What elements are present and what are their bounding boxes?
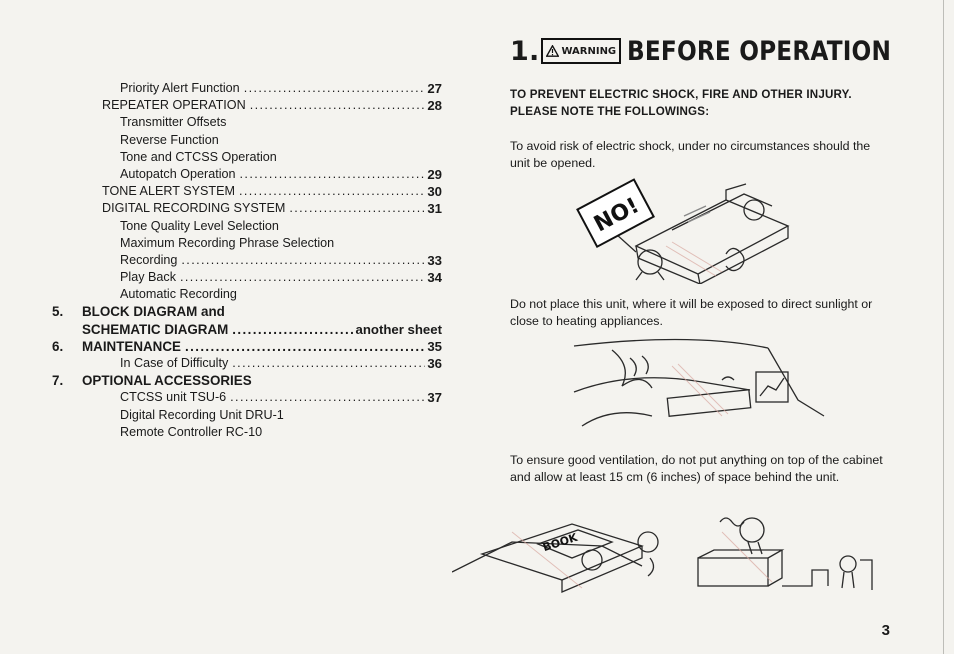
- toc-entry-row: Transmitter Offsets: [52, 114, 442, 131]
- toc-entry-row: REPEATER OPERATION......................…: [52, 97, 442, 114]
- toc-entry-title: Tone Quality Level Selection: [120, 218, 279, 233]
- toc-entry-title: Transmitter Offsets: [120, 115, 227, 130]
- toc-entry-title: Autopatch Operation: [120, 166, 236, 181]
- toc-leader-dots: ........................................…: [289, 201, 426, 216]
- toc-entry-title: Automatic Recording: [120, 287, 237, 302]
- toc-entry-title: SCHEMATIC DIAGRAM: [82, 321, 229, 337]
- placement-warning-text: Do not place this unit, where it will be…: [510, 297, 873, 328]
- toc-leader-dots: ........................................…: [232, 321, 353, 337]
- ventilation-warning-text: To ensure good ventilation, do not put a…: [510, 453, 883, 484]
- toc-leader-dots: ........................................…: [238, 184, 426, 199]
- toc-entry-title: OPTIONAL ACCESSORIES: [82, 373, 252, 389]
- toc-leader-dots: ........................................…: [230, 390, 425, 405]
- warning-triangle-icon: [546, 45, 560, 57]
- intro-text: TO PREVENT ELECTRIC SHOCK, FIRE AND OTHE…: [510, 88, 852, 118]
- toc-entry-title: Priority Alert Function: [120, 81, 240, 95]
- toc-entry-title: Tone and CTCSS Operation: [120, 149, 277, 164]
- toc-entry-title: Reverse Function: [120, 132, 219, 147]
- toc-entry-title: REPEATER OPERATION: [102, 98, 246, 113]
- toc-entry-title: TONE ALERT SYSTEM: [102, 184, 235, 199]
- page-number: 3: [881, 622, 890, 639]
- toc-section-row: 7. OPTIONAL ACCESSORIES: [52, 372, 442, 389]
- toc-page-number: 29: [427, 166, 442, 182]
- toc-entry-row: Autopatch Operation.....................…: [52, 166, 442, 183]
- toc-entry-row: Remote Controller RC-10: [52, 424, 442, 441]
- toc-entry-row: Recording...............................…: [52, 252, 442, 269]
- shock-warning-text: To avoid risk of electric shock, under n…: [510, 139, 871, 170]
- toc-page-number: 37: [427, 390, 442, 406]
- toc-page-number: 36: [427, 356, 442, 371]
- toc-section-number: 5.: [52, 304, 64, 320]
- toc-section-number: 7.: [52, 373, 64, 389]
- no-opening-illustration: NO!: [576, 176, 792, 284]
- sunlight-illustration: [572, 336, 830, 432]
- toc-page-number: 34: [427, 270, 442, 286]
- warning-label: WARNING: [561, 45, 617, 57]
- toc-entry-row: In Case of Difficulty...................…: [52, 355, 442, 372]
- before-operation-section: 1. WARNING BEFORE OPERATION TO PREVENT E…: [510, 28, 892, 485]
- book-label: BOOK: [541, 531, 579, 555]
- toc-entry-row: Reverse Function: [52, 132, 442, 149]
- toc-entry-row: DIGITAL RECORDING SYSTEM................…: [52, 200, 442, 217]
- page-edge: [943, 0, 944, 654]
- toc-entry-title: In Case of Difficulty: [120, 356, 229, 370]
- toc-section-row: 5. BLOCK DIAGRAM and: [52, 303, 442, 320]
- toc-entry-title: CTCSS unit TSU-6: [120, 390, 227, 405]
- toc-entry-row: TONE ALERT SYSTEM.......................…: [52, 183, 442, 200]
- toc-entry-title: MAINTENANCE: [82, 338, 181, 354]
- section-heading: 1. WARNING BEFORE OPERATION: [510, 28, 892, 74]
- toc-leader-dots: ........................................…: [232, 356, 425, 370]
- toc-entry-row: Priority Alert Function.................…: [52, 80, 442, 97]
- toc-entry-title: BLOCK DIAGRAM and: [82, 304, 225, 320]
- toc-leader-dots: ........................................…: [249, 98, 426, 113]
- ventilation-illustration: BOOK: [452, 502, 878, 594]
- toc-page-number: 27: [427, 81, 442, 96]
- toc-entry-row: Tone Quality Level Selection: [52, 218, 442, 235]
- toc-entry-row: Play Back...............................…: [52, 269, 442, 286]
- toc-entry-title: Recording: [120, 252, 178, 267]
- toc-page-number: 35: [427, 338, 442, 354]
- toc-section-row: 6. MAINTENANCE...........................…: [52, 338, 442, 355]
- toc-entry-title: Maximum Recording Phrase Selection: [120, 235, 335, 250]
- toc-leader-dots: ........................................…: [243, 81, 426, 95]
- toc-leader-dots: ........................................…: [184, 338, 426, 354]
- toc-entry-title: Play Back: [120, 270, 176, 285]
- toc-section-row: SCHEMATIC DIAGRAM.......................…: [52, 321, 442, 338]
- toc-leader-dots: ........................................…: [180, 270, 425, 285]
- toc-entry-row: Automatic Recording: [52, 286, 442, 303]
- section-number: 1.: [510, 35, 540, 67]
- toc-entry-row: CTCSS unit TSU-6........................…: [52, 389, 442, 406]
- warning-badge: WARNING: [541, 38, 622, 64]
- toc-leader-dots: ........................................…: [239, 166, 426, 181]
- toc-page-number: 33: [427, 252, 442, 268]
- toc-section-number: 6.: [52, 338, 64, 354]
- toc-page-number: 30: [427, 184, 442, 200]
- toc-entry-title: Digital Recording Unit DRU-1: [120, 407, 284, 422]
- toc-page-number: 28: [427, 98, 442, 114]
- toc-entry-title: DIGITAL RECORDING SYSTEM: [102, 201, 286, 216]
- toc-entry-row: Maximum Recording Phrase Selection: [52, 235, 442, 252]
- toc-page-number: 31: [427, 201, 442, 217]
- toc-page-number: another sheet: [355, 321, 442, 337]
- toc-leader-dots: ........................................…: [181, 252, 425, 267]
- toc-entry-row: Digital Recording Unit DRU-1: [52, 407, 442, 424]
- toc-entry-row: Tone and CTCSS Operation: [52, 149, 442, 166]
- table-of-contents: Priority Alert Function.................…: [52, 80, 442, 441]
- section-title: BEFORE OPERATION: [627, 35, 892, 67]
- toc-entry-title: Remote Controller RC-10: [120, 424, 263, 439]
